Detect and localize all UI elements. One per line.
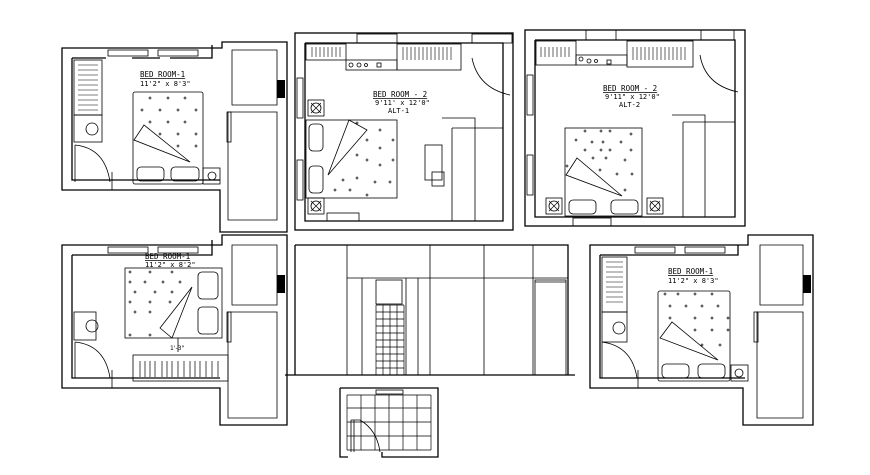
floor-plan-bedroom-1-bottom-right: BED ROOM-1 11'2" x 8'3" (589, 234, 814, 426)
elevation-view (285, 244, 575, 376)
variant-label: ALT-2 (619, 101, 640, 109)
room-name: BED ROOM-1 (145, 252, 190, 261)
wardrobe (626, 40, 694, 68)
wardrobe (305, 43, 347, 61)
wash-basin (612, 321, 626, 335)
closet (73, 59, 103, 116)
room-name: BED ROOM-1 (140, 70, 185, 79)
dresser (575, 54, 628, 66)
window (375, 279, 403, 305)
variant-label: ALT-1 (388, 107, 409, 115)
desk (424, 144, 443, 181)
bed (132, 91, 204, 185)
tile-grid (346, 394, 432, 451)
room-name: BED ROOM - 2 (373, 90, 427, 99)
floor-plan-bedroom-1-bottom-left: BED ROOM-1 11'2" x 8'2" 1'-3" (61, 234, 288, 426)
bed (657, 290, 731, 382)
bed (564, 127, 643, 217)
bedside-lamp (545, 197, 563, 215)
bedside-lamp (646, 197, 664, 215)
bedside-lamp (307, 197, 325, 215)
door-swing (351, 419, 381, 453)
door-swing (74, 144, 111, 183)
dimension-annotation: 1'-3" (170, 345, 184, 352)
window (107, 49, 149, 57)
floor-plan-bedroom-2-alt-1: BED ROOM - 2 9'11' x 12'0" ALT-1 (294, 32, 514, 231)
wardrobe (535, 40, 577, 66)
tile-grid (375, 304, 405, 375)
bed (124, 267, 223, 339)
bed (305, 119, 398, 199)
wardrobe (396, 43, 462, 71)
room-dimensions: 9'11" x 12'0" (605, 93, 660, 101)
floor-plan-bedroom-2-alt-2: BED ROOM - 2 9'11" x 12'0" ALT-2 (524, 29, 746, 227)
room-dimensions: 9'11' x 12'0" (375, 99, 430, 107)
window-dark (277, 80, 285, 98)
wash-basin (85, 122, 99, 136)
floor-plan-bedroom-1-top-left: BED ROOM-1 11'2" x 8'3" (61, 41, 288, 233)
room-dimensions: 11'2" x 8'2" (145, 261, 196, 269)
room-name: BED ROOM - 2 (603, 84, 657, 93)
side-table (202, 167, 221, 185)
room-dimensions: 11'2" x 8'3" (140, 80, 191, 88)
door-swing (699, 54, 739, 93)
dresser (345, 59, 398, 71)
bathroom-plan (339, 387, 439, 458)
door-swing (471, 57, 511, 96)
wash-basin (85, 319, 99, 333)
window (157, 49, 199, 57)
wardrobe (132, 354, 229, 382)
room-name: BED ROOM-1 (668, 267, 713, 276)
bedside-lamp (307, 99, 325, 117)
room-dimensions: 11'2" x 8'3" (668, 277, 719, 285)
closet (601, 256, 628, 313)
side-table (730, 364, 749, 382)
